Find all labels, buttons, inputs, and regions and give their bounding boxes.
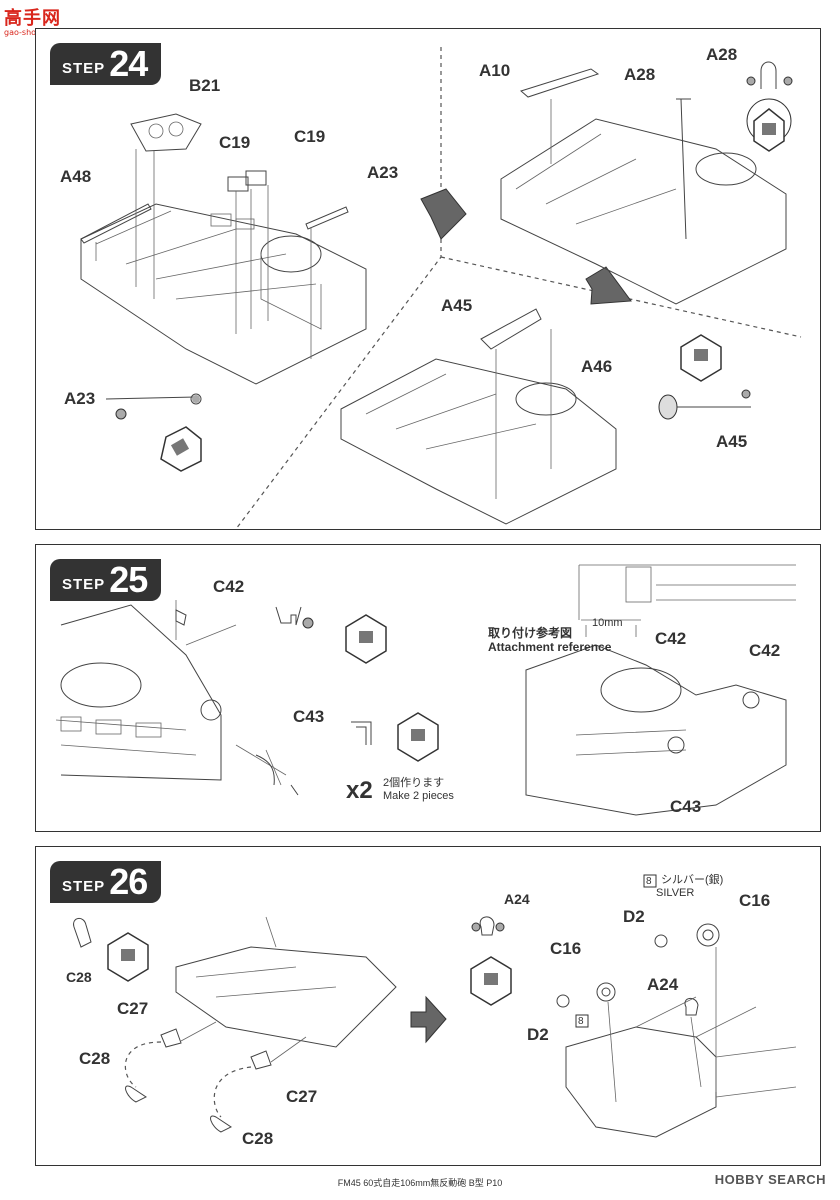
step-26-badge: STEP 26 [50, 861, 162, 903]
watermark: 高手网 gao-shou.com [4, 4, 61, 37]
brand-logo: HOBBY SEARCH [714, 1172, 826, 1187]
step-number: 26 [109, 861, 148, 902]
attachment-jp: 取り付け参考図 [488, 626, 573, 640]
part-label: A28 [624, 65, 656, 84]
part-label: A45 [441, 296, 473, 315]
arrow-down-icon [585, 266, 632, 305]
part-label: C27 [286, 1087, 318, 1106]
part-label: C16 [550, 939, 582, 958]
make-pieces-note: 2個作ります Make 2 pieces [383, 777, 454, 803]
attachment-en: Attachment reference [488, 640, 612, 654]
paint-number: 8 [646, 876, 652, 887]
part-label: C19 [294, 127, 326, 146]
step-24-panel: STEP 24 B21 C19 C19 A48 A23 A23 A10 A28 … [35, 28, 821, 530]
part-label: A48 [60, 167, 92, 186]
measure-label: 10mm [592, 617, 623, 629]
step-word: STEP [62, 59, 106, 77]
part-label: A23 [64, 389, 96, 408]
watermark-logo: 高手网 [4, 8, 61, 29]
part-label: C16 [739, 891, 771, 910]
part-label: C43 [670, 797, 702, 816]
arrow-right-icon [410, 995, 447, 1044]
step-26-drawings [73, 874, 797, 1138]
step-25-panel: STEP 25 C42 C43 取り付け参考図 Attachment refer… [35, 544, 821, 832]
step-word: STEP [62, 575, 106, 593]
part-label: D2 [527, 1025, 549, 1044]
paint-ref: 8 [578, 1016, 584, 1027]
arrow-right-icon [420, 188, 467, 240]
part-label: B21 [189, 76, 221, 95]
step-26-panel: STEP 26 A24 C28 C27 C28 C27 C28 C16 D2 C… [35, 846, 821, 1166]
part-label: C28 [66, 969, 92, 985]
part-label: A10 [479, 61, 511, 80]
part-label: C42 [749, 641, 781, 660]
part-label: C19 [219, 133, 251, 152]
attachment-reference-title: 取り付け参考図 Attachment reference [488, 627, 611, 655]
paint-name-jp: シルバー(銀) [661, 874, 724, 886]
watermark-url: gao-shou.com [4, 28, 61, 37]
part-label: A23 [367, 163, 399, 182]
part-label: C28 [242, 1129, 274, 1148]
step-25-drawings [55, 564, 796, 816]
make-jp: 2個作ります [383, 777, 445, 789]
part-label: A28 [706, 45, 738, 64]
step-24-drawings [80, 47, 802, 530]
paint-name-en: SILVER [656, 887, 695, 899]
part-label: C27 [117, 999, 149, 1018]
part-label: C42 [213, 577, 245, 596]
part-label: C43 [293, 707, 325, 726]
make-en: Make 2 pieces [383, 790, 454, 802]
page-footer: FM45 60式自走106mm無反動砲 B型 P10 [337, 1178, 503, 1188]
part-label: C42 [655, 629, 687, 648]
step-number: 24 [109, 43, 148, 84]
step-24-badge: STEP 24 [50, 43, 162, 85]
part-label: A46 [581, 357, 613, 376]
part-label: C28 [79, 1049, 111, 1068]
step-word: STEP [62, 877, 106, 895]
part-label: D2 [623, 907, 645, 926]
step-25-badge: STEP 25 [50, 559, 162, 601]
step-number: 25 [109, 559, 148, 600]
part-label: A24 [647, 975, 679, 994]
multiplier: x2 [346, 777, 373, 804]
part-label: A24 [504, 891, 530, 907]
part-label: A45 [716, 432, 748, 451]
